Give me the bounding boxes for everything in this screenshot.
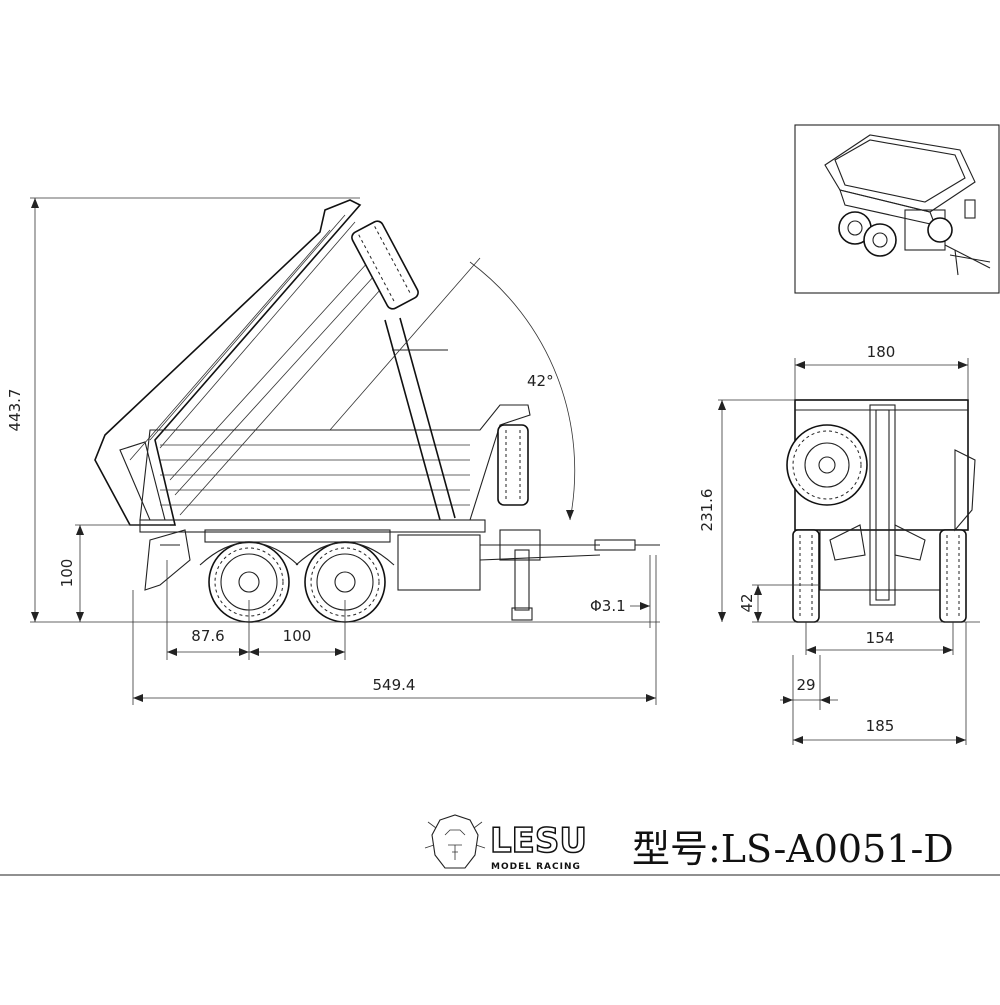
dim-hitch-height-label: 100 (58, 559, 76, 588)
dim-overall-height: 443.7 (6, 197, 360, 622)
dim-axles: 87.6 100 (166, 560, 346, 660)
fender-rear (199, 541, 299, 566)
side-view: 42° 443.7 100 87.6 (6, 197, 660, 705)
rear-tires-right (939, 529, 967, 623)
brand-logo-text: LESU (490, 821, 587, 861)
isometric-trailer (824, 134, 991, 276)
dim-hitch-pin: Φ3.1 (590, 555, 657, 628)
dim-track-width-label: 154 (866, 629, 895, 647)
dim-hitch-pin-label: Φ3.1 (590, 597, 626, 615)
dim-overall-length-label: 549.4 (373, 676, 416, 694)
tip-angle-label: 42° (527, 372, 554, 390)
dim-overall-width: 185 (792, 622, 967, 745)
dim-rear-height-label: 231.6 (698, 489, 716, 532)
tip-angle-indicator: 42° (329, 257, 576, 521)
dim-top-width-label: 180 (867, 343, 896, 361)
dim-rear-height: 231.6 (698, 399, 795, 622)
rear-spare-tire (786, 424, 868, 506)
rear-chassis (819, 529, 951, 591)
dim-ground-clearance: 42 (738, 584, 980, 623)
dim-overall-length: 549.4 (132, 590, 657, 705)
hydraulic-cylinder (384, 317, 456, 521)
rear-side-bracket (954, 449, 976, 532)
dim-axle-spacing-label: 100 (283, 627, 312, 645)
rear-cylinder (869, 404, 896, 606)
bed-lowered-outline (139, 404, 531, 521)
dim-tire-width: 29 (780, 655, 838, 710)
title-block: LESU MODEL RACING 型号:LS-A0051-D (0, 814, 1000, 876)
brand-logo-subtitle: MODEL RACING (491, 862, 581, 872)
rear-bracket (144, 529, 191, 591)
spare-tire-tipped (351, 220, 419, 310)
dim-top-width: 180 (794, 343, 969, 400)
dim-overall-width-label: 185 (866, 717, 895, 735)
dim-height-overall-label: 443.7 (6, 389, 24, 432)
rear-tires-left (792, 529, 820, 623)
dim-ground-clearance-label: 42 (738, 593, 756, 612)
chassis (139, 519, 660, 591)
dim-hitch-height: 100 (58, 524, 170, 622)
fender-front (295, 541, 395, 566)
dim-tire-width-label: 29 (796, 676, 815, 694)
lion-logo (424, 814, 486, 869)
spare-tire-rear (497, 424, 529, 506)
model-number: 型号:LS-A0051-D (632, 827, 954, 871)
dump-bed (94, 199, 381, 526)
dim-track-width: 154 (805, 622, 954, 655)
isometric-inset (794, 124, 1000, 294)
rear-view: 180 231.6 42 154 (698, 343, 980, 745)
dim-axle-offset-label: 87.6 (191, 627, 224, 645)
landing-leg (511, 549, 533, 621)
